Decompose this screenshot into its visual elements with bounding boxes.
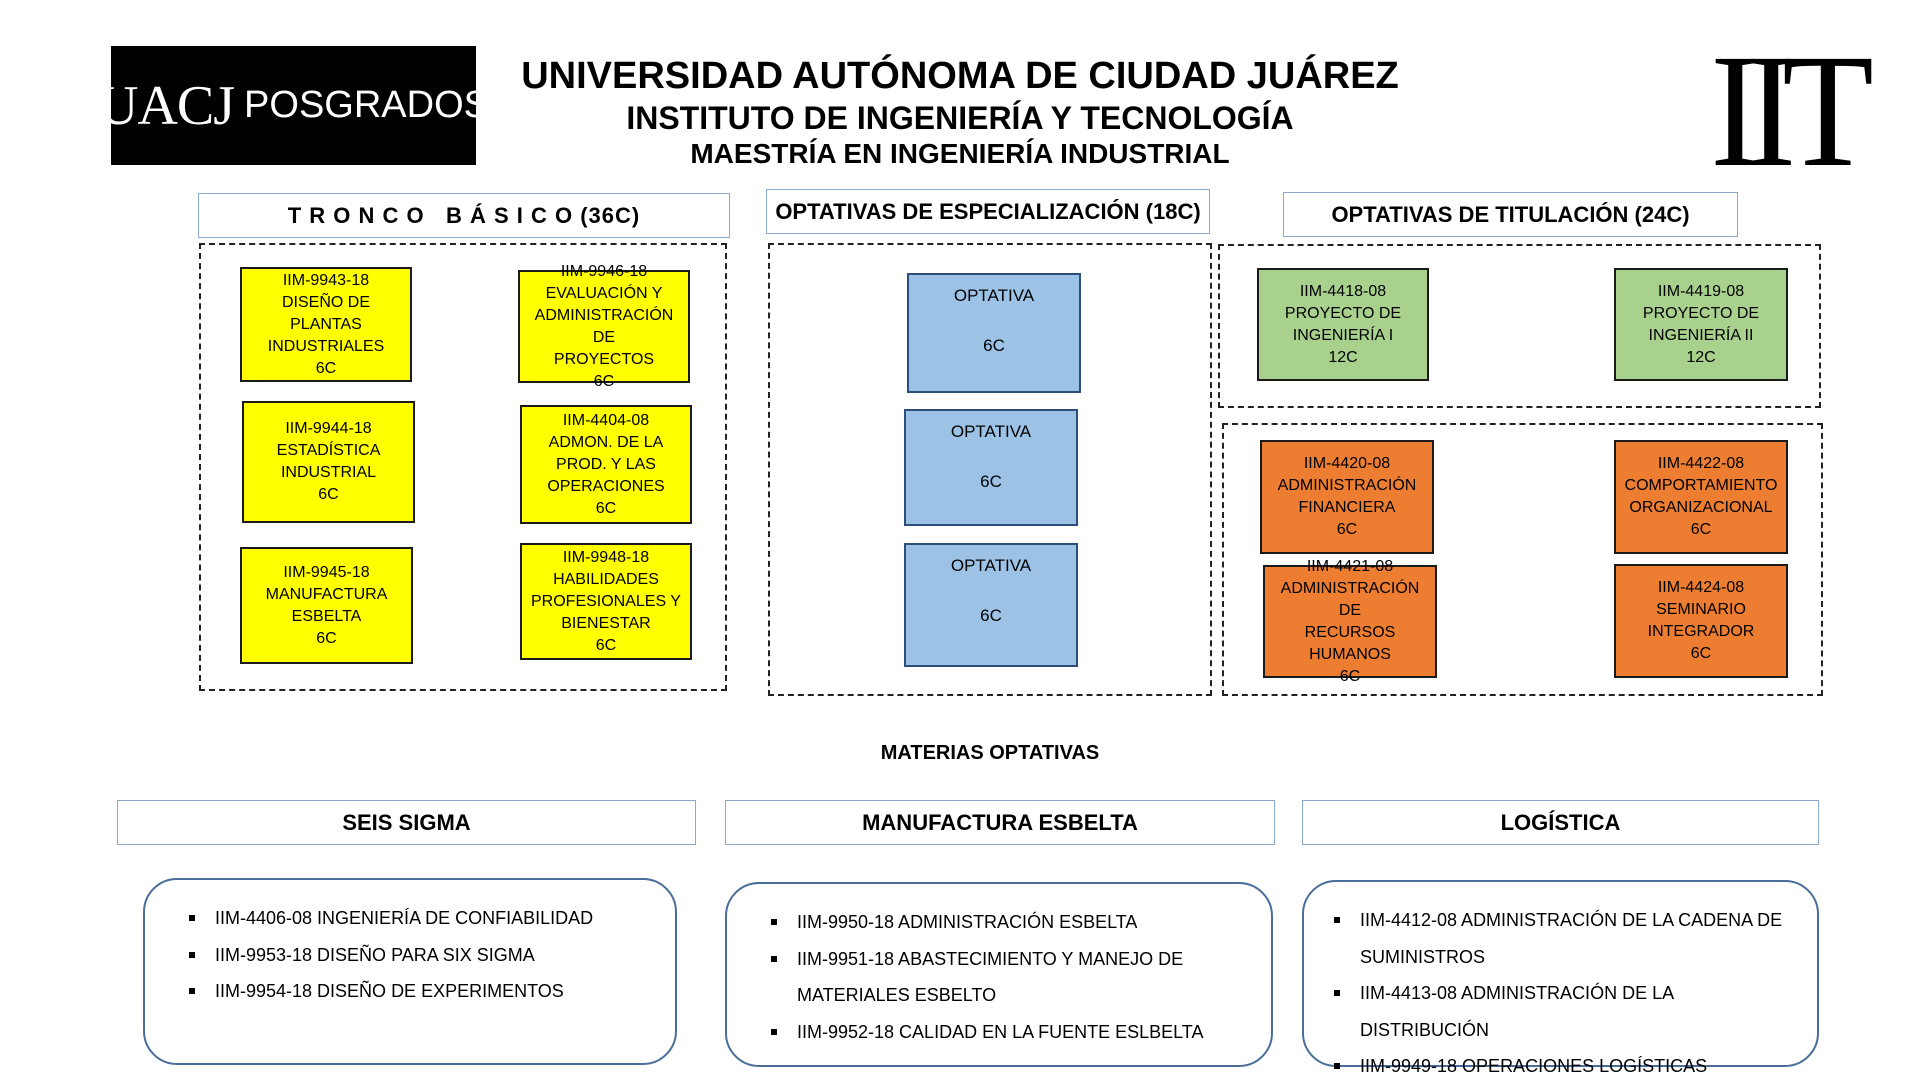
manufactura-esbelta-list-box: IIM-9950-18 ADMINISTRACIÓN ESBELTA IIM-9…	[725, 882, 1273, 1067]
optativa-credits: 6C	[983, 336, 1005, 355]
optativa-credits: 6C	[980, 606, 1002, 625]
optativa-box: OPTATIVA 6C	[904, 409, 1078, 526]
optativa-box: OPTATIVA 6C	[907, 273, 1081, 393]
optativa-name: OPTATIVA	[950, 556, 1032, 575]
list-item: IIM-9949-18 OPERACIONES LOGÍSTICAS	[1334, 1048, 1801, 1085]
titulacion-header: OPTATIVAS DE TITULACIÓN (24C)	[1283, 192, 1738, 237]
optativa-credits: 6C	[980, 472, 1002, 491]
list-item: IIM-4412-08 ADMINISTRACIÓN DE LA CADENA …	[1334, 902, 1801, 975]
especializacion-container	[768, 243, 1212, 696]
optativa-name: OPTATIVA	[950, 422, 1032, 441]
logo-sub-text: POSGRADOS	[244, 84, 489, 126]
course-box: IIM-4404-08 ADMON. DE LA PROD. Y LAS OPE…	[520, 405, 692, 524]
group-header-manufactura-esbelta: MANUFACTURA ESBELTA	[725, 800, 1275, 845]
materias-optativas-title: MATERIAS OPTATIVAS	[880, 742, 1100, 764]
course-box: IIM-9948-18 HABILIDADES PROFESIONALES Y …	[520, 543, 692, 660]
list-item: IIM-4413-08 ADMINISTRACIÓN DE LA DISTRIB…	[1334, 975, 1801, 1048]
course-box: IIM-4421-08 ADMINISTRACIÓN DE RECURSOS H…	[1263, 558, 1437, 685]
list-item: IIM-9951-18 ABASTECIMIENTO Y MANEJO DE M…	[771, 941, 1241, 1014]
course-box: IIM-9944-18 ESTADÍSTICA INDUSTRIAL 6C	[242, 401, 415, 523]
group-header-seis-sigma: SEIS SIGMA	[117, 800, 696, 845]
program-title: MAESTRÍA EN INGENIERÍA INDUSTRIAL	[690, 138, 1230, 169]
university-title: UNIVERSIDAD AUTÓNOMA DE CIUDAD JUÁREZ	[521, 55, 1399, 97]
logo-main-text: UACJ	[98, 74, 235, 137]
tronco-basico-container	[199, 243, 727, 691]
list-item: IIM-9950-18 ADMINISTRACIÓN ESBELTA	[771, 904, 1241, 941]
seis-sigma-list-box: IIM-4406-08 INGENIERÍA DE CONFIABILIDAD …	[143, 878, 677, 1065]
course-box: IIM-4424-08 SEMINARIO INTEGRADOR 6C	[1614, 564, 1788, 678]
course-box: IIM-9943-18 DISEÑO DE PLANTAS INDUSTRIAL…	[240, 267, 412, 382]
institute-title: INSTITUTO DE INGENIERÍA Y TECNOLOGÍA	[626, 100, 1294, 136]
list-item: IIM-9952-18 CALIDAD EN LA FUENTE ESLBELT…	[771, 1014, 1241, 1051]
course-box: IIM-4422-08 COMPORTAMIENTO ORGANIZACIONA…	[1614, 440, 1788, 554]
course-box: IIM-9945-18 MANUFACTURA ESBELTA 6C	[240, 547, 413, 664]
uacj-posgrados-logo: UACJ POSGRADOS	[98, 46, 489, 165]
list-item: IIM-4406-08 INGENIERÍA DE CONFIABILIDAD	[189, 900, 655, 937]
group-header-logistica: LOGÍSTICA	[1302, 800, 1819, 845]
especializacion-header: OPTATIVAS DE ESPECIALIZACIÓN (18C)	[766, 189, 1210, 234]
optativa-name: OPTATIVA	[953, 286, 1035, 305]
tronco-basico-header: T R O N C O B Á S I C O (36C)	[198, 193, 730, 238]
course-box: IIM-4418-08 PROYECTO DE INGENIERÍA I 12C	[1257, 268, 1429, 381]
list-item: IIM-9953-18 DISEÑO PARA SIX SIGMA	[189, 937, 655, 974]
course-box: IIM-4420-08 ADMINISTRACIÓN FINANCIERA 6C	[1260, 440, 1434, 554]
course-box: IIM-4419-08 PROYECTO DE INGENIERÍA II 12…	[1614, 268, 1788, 381]
titulacion-container-bottom	[1222, 423, 1823, 696]
list-item: IIM-9954-18 DISEÑO DE EXPERIMENTOS	[189, 973, 655, 1010]
logistica-list-box: IIM-4412-08 ADMINISTRACIÓN DE LA CADENA …	[1302, 880, 1819, 1076]
course-box: IIM-9946-18 EVALUACIÓN Y ADMINISTRACIÓN …	[518, 263, 690, 390]
iit-logo: IIT	[1710, 21, 1874, 201]
optativa-box: OPTATIVA 6C	[904, 543, 1078, 667]
titulacion-container-top	[1218, 244, 1821, 408]
